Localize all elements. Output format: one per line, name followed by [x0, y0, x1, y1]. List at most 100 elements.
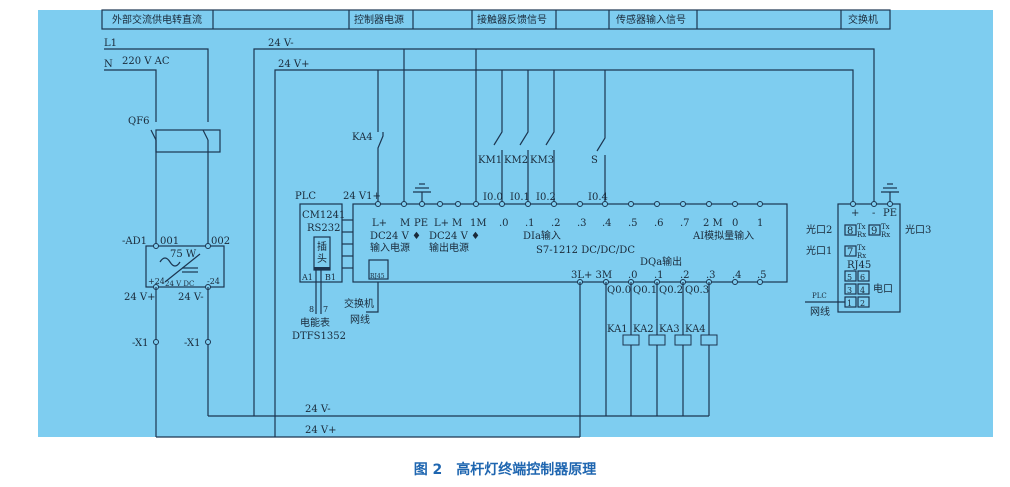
label-top_terminals-8: .2: [551, 218, 561, 229]
label-labels-dqa: DQa输出: [640, 255, 682, 268]
terminal: [706, 201, 712, 207]
label-labels-tx: Tx: [881, 223, 890, 231]
terminal: [473, 201, 479, 207]
label-inputs-3: I0.4: [588, 192, 608, 203]
label-top_terminals-3: L+: [434, 218, 449, 229]
label-labels-qf6: QF6: [128, 116, 150, 127]
label-top_terminals-7: .1: [525, 218, 535, 229]
label-labels-a1: A1: [301, 273, 313, 282]
label-labels-v24p: 24 V+: [124, 292, 156, 303]
header-table: 外部交流供电转直流 控制器电源 接触器反馈信号 传感器输入信号 交换机: [101, 9, 891, 30]
label-labels-v24m: 24 V-: [305, 404, 331, 415]
label-labels-meter_model: DTFS1352: [292, 331, 346, 342]
terminal: [419, 201, 425, 207]
label-labels-rx: Rx: [857, 252, 866, 260]
label-labels-rx: Rx: [881, 231, 890, 239]
header-contactor-feedback: 接触器反馈信号: [477, 13, 547, 26]
terminal: [757, 201, 763, 207]
label-relays-3: KA4: [685, 324, 706, 335]
label-top_terminals-2: PE: [414, 218, 428, 229]
label-ports-4: 1: [847, 299, 852, 308]
label-labels-p7: 7: [323, 305, 328, 314]
label-outputs-0: Q0.0: [607, 285, 631, 296]
label-labels-v24p: 24 V+: [305, 425, 337, 436]
label-labels-km3: KM3: [530, 155, 554, 166]
label-labels-s: S: [591, 155, 598, 166]
label-outputs-1: Q0.1: [633, 285, 657, 296]
label-labels-v1: 24 V1+: [343, 191, 381, 202]
label-labels-rx: Rx: [857, 231, 866, 239]
header-switch: 交换机: [848, 13, 878, 26]
label-outputs-3: Q0.3: [685, 285, 709, 296]
label-labels-in_pwr: 输入电源: [370, 241, 410, 254]
terminal: [525, 201, 531, 207]
label-labels-n: N: [104, 59, 113, 70]
label-labels-net2: 网线: [810, 305, 830, 318]
label-labels-model: S7-1212 DC/DC/DC: [536, 245, 635, 256]
label-labels-port1: 光口1: [806, 244, 832, 257]
label-labels-minus: -: [872, 208, 875, 219]
terminal: [628, 201, 634, 207]
label-labels-b1: B1: [325, 273, 336, 282]
label-labels-port3: 光口3: [905, 223, 931, 236]
label-top_terminals-11: .5: [628, 218, 638, 229]
diagram-background: [38, 10, 993, 437]
terminal: [437, 201, 443, 207]
label-labels-tx: Tx: [857, 223, 866, 231]
header-controller-power: 控制器电源: [354, 13, 404, 26]
label-labels-p9: 9: [871, 226, 877, 237]
label-labels-cm: CM1241: [302, 210, 345, 221]
label-labels-rs: RS232: [307, 223, 340, 234]
label-inputs-0: I0.0: [483, 192, 503, 203]
label-top_terminals-12: .6: [654, 218, 664, 229]
dc-buses: 24 V- 24 V+ 24 V- 24 V+: [156, 38, 875, 438]
label-top_terminals-10: .4: [602, 218, 612, 229]
label-ports-2: 3: [847, 286, 852, 295]
figure-caption: 图 2 高杆灯终端控制器原理: [413, 462, 597, 478]
label-labels-plus: +: [851, 208, 859, 219]
label-labels-dc_out: DC24 V ♦: [429, 231, 480, 242]
relay-coil-icon: [622, 334, 640, 346]
label-labels-ac: 220 V AC: [122, 56, 170, 67]
label-labels-x1: -X1: [184, 338, 201, 349]
terminal: [499, 201, 505, 207]
terminal: [680, 201, 686, 207]
label-labels-ad1: -AD1: [122, 236, 147, 247]
label-labels-meter: 电能表: [300, 316, 330, 329]
label-labels-t001: 001: [160, 236, 179, 247]
terminal: [455, 201, 461, 207]
terminal: [602, 201, 608, 207]
terminal: [401, 201, 407, 207]
ac-supply: L1 N 220 V AC QF6 -AD1 001 002 75 W +24 …: [104, 38, 230, 437]
terminal: [654, 201, 660, 207]
label-relays-0: KA1: [607, 324, 628, 335]
label-labels-v24m: 24 V-: [268, 38, 294, 49]
label-bottom_terminals-3: .2: [680, 270, 690, 281]
label-ports-0: 5: [847, 273, 852, 282]
label-labels-pe: PE: [883, 208, 897, 219]
label-labels-net: 网线: [350, 313, 370, 326]
relay-coil-icon: [648, 334, 666, 346]
label-top_terminals-16: 1: [757, 218, 763, 229]
label-relays-1: KA2: [633, 324, 654, 335]
label-labels-p7b: 7: [847, 247, 853, 258]
label-labels-v24m: 24 V-: [178, 292, 204, 303]
label-top_terminals-1: M: [400, 218, 410, 229]
label-bottom_terminals-2: .1: [654, 270, 664, 281]
label-labels-ka4: KA4: [352, 132, 373, 143]
label-labels-p24: +24: [148, 277, 165, 286]
label-labels-plc_s: PLC: [812, 292, 827, 300]
label-labels-p8: 8: [309, 305, 314, 314]
label-labels-sw: 交换机: [344, 297, 374, 310]
label-inputs-2: I0.2: [536, 192, 556, 203]
terminal: [375, 201, 381, 207]
label-top_terminals-14: 2 M: [703, 218, 723, 229]
label-outputs-2: Q0.2: [659, 285, 683, 296]
label-labels-elec: 电口: [873, 282, 893, 295]
label-labels-dia: DIa输入: [523, 229, 561, 242]
label-labels-m24: -24: [207, 277, 220, 286]
